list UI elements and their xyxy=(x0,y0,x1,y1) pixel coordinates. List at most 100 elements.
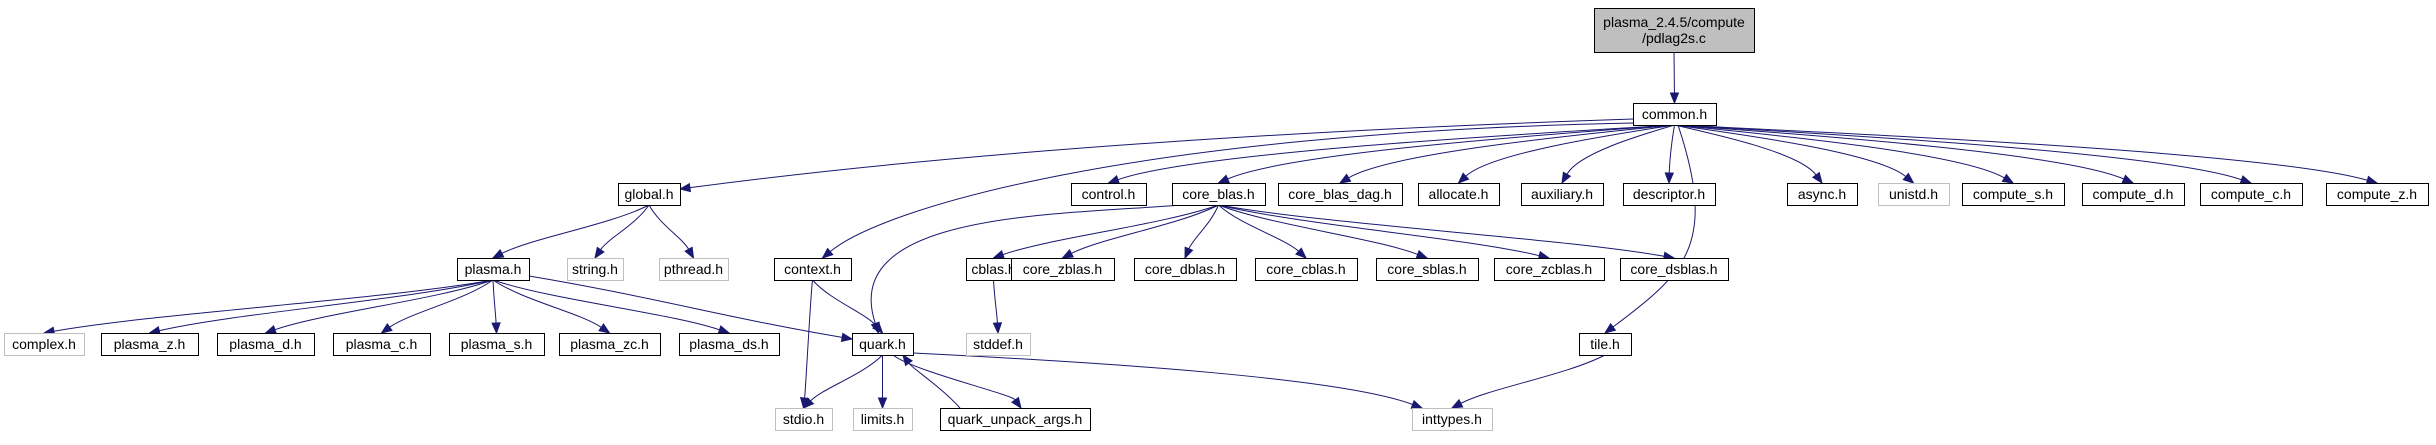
edge-arrowhead xyxy=(1457,172,1470,184)
edge-plasma-to-complex xyxy=(42,279,494,336)
node-label: inttypes.h xyxy=(1422,411,1482,427)
node-compute-d[interactable]: compute_d.h xyxy=(2082,183,2185,206)
edge-plasma-to-plasma_ds xyxy=(492,279,731,335)
edge-plasma-to-quark xyxy=(528,275,854,342)
node-label: tile.h xyxy=(1590,336,1620,352)
node-label: compute_z.h xyxy=(2337,186,2417,202)
edge-line xyxy=(1566,124,1675,175)
edge-line xyxy=(159,279,494,332)
edge-line xyxy=(53,279,494,332)
node-label: control.h xyxy=(1082,186,1136,202)
edge-core_blas-to-core_dsblas xyxy=(1218,204,1676,261)
node-label: core_blas_dag.h xyxy=(1288,186,1392,202)
node-core-dsblas[interactable]: core_dsblas.h xyxy=(1620,258,1729,281)
node-label: core_sblas.h xyxy=(1387,261,1466,277)
node-box xyxy=(333,333,431,356)
node-descriptor[interactable]: descriptor.h xyxy=(1623,183,1716,206)
node-label: /pdlag2s.c xyxy=(1642,30,1706,46)
edge-arrowhead xyxy=(992,322,1003,335)
node-compute-z[interactable]: compute_z.h xyxy=(2326,183,2429,206)
node-box xyxy=(2082,183,2185,206)
node-plasma-ds[interactable]: plasma_ds.h xyxy=(679,333,780,356)
node-cblas[interactable]: cblas.h xyxy=(966,258,1022,281)
node-label: core_dsblas.h xyxy=(1630,261,1717,277)
node-tile[interactable]: tile.h xyxy=(1579,333,1632,356)
node-box xyxy=(852,333,914,356)
edge-arrowhead xyxy=(1011,396,1022,410)
edge-arrowhead xyxy=(2121,174,2135,184)
node-core-blas[interactable]: core_blas.h xyxy=(1172,183,1266,206)
node-plasma-s[interactable]: plasma_s.h xyxy=(449,333,545,356)
node-common[interactable]: common.h xyxy=(1633,103,1717,126)
node-box xyxy=(966,333,1031,356)
node-compute-c[interactable]: compute_c.h xyxy=(2200,183,2303,206)
node-box xyxy=(1623,183,1716,206)
node-core-cblas[interactable]: core_cblas.h xyxy=(1255,258,1358,281)
node-box xyxy=(775,408,833,431)
node-label: plasma.h xyxy=(465,261,522,277)
node-core-blas-dag[interactable]: core_blas_dag.h xyxy=(1278,183,1403,206)
edge-cblas-to-stddef xyxy=(992,279,1003,335)
node-label: core_cblas.h xyxy=(1266,261,1345,277)
node-core-dblas[interactable]: core_dblas.h xyxy=(1134,258,1237,281)
edge-line xyxy=(1218,204,1418,255)
node-label: compute_c.h xyxy=(2211,186,2291,202)
nodes-layer: plasma_2.4.5/compute/pdlag2s.c common.h gl… xyxy=(4,8,2429,431)
edge-arrowhead xyxy=(678,182,692,193)
node-plasma-d[interactable]: plasma_d.h xyxy=(217,333,315,356)
node-core-sblas[interactable]: core_sblas.h xyxy=(1376,258,1479,281)
edge-quark-to-limits xyxy=(877,355,888,410)
edge-arrowhead xyxy=(2365,175,2379,185)
node-root[interactable]: plasma_2.4.5/compute/pdlag2s.c xyxy=(1594,8,1755,53)
edge-common-to-compute_d xyxy=(1674,124,2135,184)
edge-line xyxy=(1117,124,1675,181)
edge-line xyxy=(1460,354,1606,404)
edge-context-to-quark xyxy=(812,279,884,335)
node-box xyxy=(679,333,780,356)
edge-arrowhead xyxy=(1811,171,1823,185)
node-label: common.h xyxy=(1642,106,1707,122)
node-plasma-zc[interactable]: plasma_zc.h xyxy=(559,333,661,356)
edge-line xyxy=(908,362,961,409)
node-quark-unpack-args[interactable]: quark_unpack_args.h xyxy=(940,408,1091,431)
edge-line xyxy=(1218,204,1665,257)
node-allocate[interactable]: allocate.h xyxy=(1418,183,1500,206)
node-plasma[interactable]: plasma.h xyxy=(457,258,530,281)
node-global[interactable]: global.h xyxy=(618,183,681,206)
edge-line xyxy=(812,279,877,326)
node-context[interactable]: context.h xyxy=(774,258,852,281)
node-box xyxy=(1376,258,1479,281)
edge-line xyxy=(1674,124,2125,180)
edge-line xyxy=(1674,124,1817,176)
node-box xyxy=(1255,258,1358,281)
node-control[interactable]: control.h xyxy=(1071,183,1147,206)
edge-plasma-to-plasma_c xyxy=(380,279,494,334)
node-plasma-c[interactable]: plasma_c.h xyxy=(333,333,431,356)
edge-line xyxy=(1218,204,1299,252)
edge-line xyxy=(1188,204,1219,249)
node-box xyxy=(1521,183,1604,206)
node-auxiliary[interactable]: auxiliary.h xyxy=(1521,183,1604,206)
node-label: descriptor.h xyxy=(1633,186,1705,202)
edge-core_blas-to-core_zcblas xyxy=(1218,204,1551,261)
edge-arrowhead xyxy=(491,248,505,259)
node-core-zcblas[interactable]: core_zcblas.h xyxy=(1494,258,1605,281)
node-quark[interactable]: quark.h xyxy=(852,333,914,356)
edge-arrowhead xyxy=(902,353,913,367)
edge-arrowhead xyxy=(1184,246,1194,260)
node-box xyxy=(559,333,661,356)
edge-arrowhead xyxy=(992,250,1005,259)
node-plasma-z[interactable]: plasma_z.h xyxy=(101,333,199,356)
node-label: quark_unpack_args.h xyxy=(948,411,1083,427)
node-label: plasma_zc.h xyxy=(570,336,649,352)
node-string: string.h xyxy=(567,258,624,281)
edge-arrowhead xyxy=(1295,247,1307,259)
edge-line xyxy=(648,204,690,250)
edge-line xyxy=(1227,124,1675,180)
edge-arrowhead xyxy=(1410,399,1424,409)
node-async[interactable]: async.h xyxy=(1787,183,1858,206)
edge-arrowhead xyxy=(840,332,854,342)
node-compute-s[interactable]: compute_s.h xyxy=(1962,183,2065,206)
node-core-zblas[interactable]: core_zblas.h xyxy=(1011,258,1115,281)
